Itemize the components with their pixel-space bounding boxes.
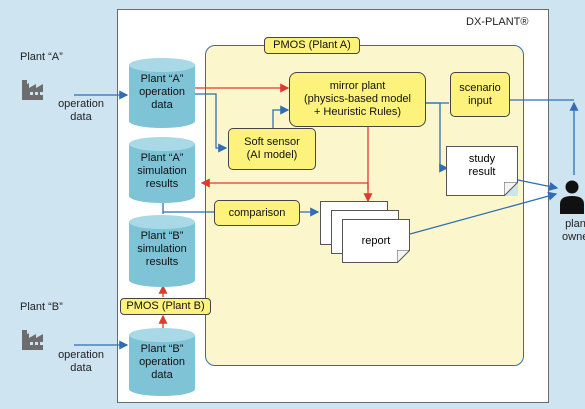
dx-plant-title: DX-PLANT®: [466, 16, 529, 28]
pmos-plant-a-tag: PMOS (Plant A): [264, 37, 360, 54]
report-label: report: [361, 235, 391, 247]
factory-a-icon: [22, 80, 43, 100]
scenario-input-box: scenario input: [450, 72, 510, 117]
study-result-document: study result: [446, 146, 518, 196]
report-document: report: [342, 219, 410, 263]
plant-a-operation-data-label: operation data: [58, 98, 104, 123]
plant-b-simulation-results-db: Plant “B” simulation results: [129, 215, 195, 287]
pmos-plant-b-tag: PMOS (Plant B): [120, 298, 211, 315]
plant-b-operation-data-db: Plant “B” operation data: [129, 328, 195, 396]
factory-b-icon: [22, 330, 43, 350]
comparison-box: comparison: [214, 200, 300, 226]
plant-owner-label: plant owner: [562, 218, 585, 243]
plant-a-label: Plant “A”: [20, 51, 63, 63]
plant-a-operation-data-db: Plant “A” operation data: [129, 58, 195, 128]
mirror-plant-box: mirror plant (physics-based model + Heur…: [289, 72, 426, 127]
plant-b-operation-data-label: operation data: [58, 349, 104, 374]
plant-owner-person-icon: [560, 180, 584, 214]
plant-b-label: Plant “B”: [20, 301, 63, 313]
study-result-label: study result: [468, 153, 496, 178]
plant-a-simulation-results-db: Plant “A” simulation results: [129, 137, 195, 203]
soft-sensor-box: Soft sensor (AI model): [228, 128, 316, 170]
